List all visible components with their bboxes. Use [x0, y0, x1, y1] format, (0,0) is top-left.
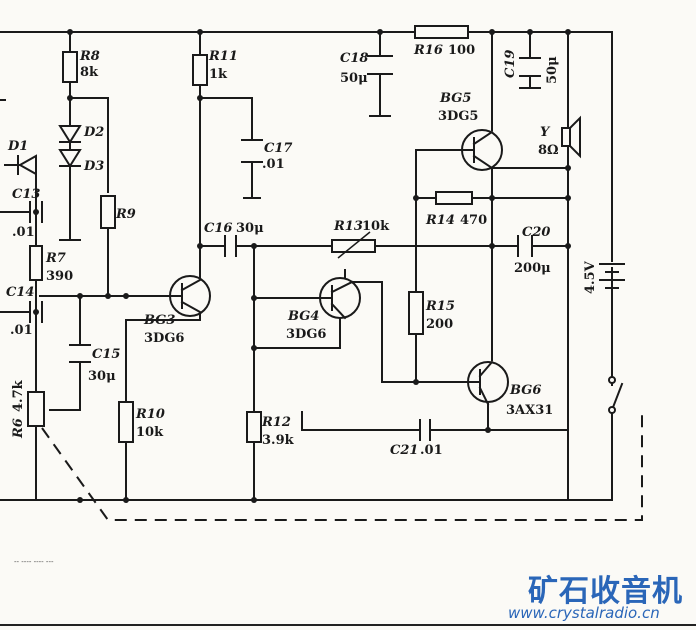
resistor-R11 — [192, 54, 208, 86]
label-C20-ref: C20 — [522, 225, 550, 240]
label-R13-val: 10k — [362, 219, 390, 234]
speaker-Y — [561, 115, 581, 159]
label-BG6-val: 3AX31 — [506, 403, 553, 418]
label-R10-ref: R10 — [135, 407, 165, 422]
diode-D2 — [58, 125, 82, 144]
label-R6-val: 4.7k — [11, 379, 26, 412]
label-C19-val: 50μ — [545, 56, 560, 84]
label-BG5-val: 3DG5 — [438, 109, 478, 124]
transistor-BG5 — [461, 129, 503, 171]
label-C18-val: 50μ — [340, 71, 368, 86]
resistor-R15 — [408, 291, 424, 335]
label-battery-voltage: 4.5V — [583, 260, 598, 294]
label-D2: D2 — [83, 125, 104, 140]
label-R10-val: 10k — [136, 425, 164, 440]
label-Y-val: 8Ω — [538, 143, 559, 158]
label-R9-ref: R9 — [115, 207, 136, 222]
component-labels: R8 8k R11 1k C18 50μ R16 100 C19 50μ BG5… — [6, 43, 598, 458]
label-C13-ref: C13 — [12, 187, 40, 202]
capacitor-C17 — [241, 139, 263, 163]
transistor-BG4 — [319, 277, 361, 320]
label-C18-ref: C18 — [340, 51, 368, 66]
transistors — [169, 129, 509, 406]
resistor-R16 — [414, 25, 469, 39]
label-R15-ref: R15 — [425, 299, 455, 314]
label-R8-val: 8k — [80, 65, 99, 80]
resistor-R8 — [62, 51, 78, 83]
label-R7-ref: R7 — [45, 251, 66, 266]
watermark-logo-text: 矿石收音机 — [528, 574, 683, 609]
label-C21-ref: C21 — [390, 443, 418, 458]
transistor-BG6 — [467, 360, 509, 406]
label-BG6-ref: BG6 — [509, 383, 541, 398]
diodes — [17, 125, 82, 176]
label-BG3-ref: BG3 — [143, 313, 175, 328]
junction-dots — [33, 29, 571, 503]
label-C16-val: 30μ — [236, 221, 264, 236]
mechanical-link — [41, 408, 643, 521]
capacitor-C19 — [519, 57, 541, 77]
label-C17-val: .01 — [262, 157, 285, 172]
label-C15-ref: C15 — [92, 347, 120, 362]
capacitor-C20 — [517, 235, 533, 257]
label-BG5-ref: BG5 — [439, 91, 471, 106]
resistors — [27, 25, 473, 443]
label-BG4-ref: BG4 — [287, 309, 319, 324]
label-BG3-val: 3DG6 — [144, 331, 184, 346]
label-C21-val: .01 — [420, 443, 443, 458]
label-C15-val: 30μ — [88, 369, 116, 384]
watermark-url: www.crystalradio.cn — [508, 604, 660, 622]
label-R14-val: 470 — [460, 213, 487, 228]
label-R13-ref: R13 — [333, 219, 363, 234]
resistor-R10 — [118, 401, 134, 443]
label-R14-ref: R14 — [425, 213, 455, 228]
diode-D3 — [58, 149, 82, 168]
label-R12-ref: R12 — [261, 415, 291, 430]
capacitor-C15 — [69, 344, 91, 363]
capacitor-C21 — [419, 419, 431, 441]
battery-symbol — [599, 262, 625, 289]
label-R8-ref: R8 — [79, 49, 100, 64]
label-R16-val: 100 — [448, 43, 475, 58]
diode-D1 — [17, 154, 37, 176]
label-C14-ref: C14 — [6, 285, 34, 300]
label-D3: D3 — [83, 159, 104, 174]
label-R12-val: 3.9k — [262, 433, 295, 448]
label-R16-ref: R16 — [413, 43, 443, 58]
label-C17-ref: C17 — [264, 141, 292, 156]
resistor-R7 — [29, 245, 43, 281]
label-C19-ref: C19 — [503, 50, 518, 78]
wires — [0, 31, 613, 501]
capacitor-C18 — [367, 55, 393, 75]
label-D1: D1 — [7, 139, 28, 154]
resistor-R9 — [100, 195, 116, 229]
transistor-BG3 — [169, 275, 211, 317]
power-switch — [608, 376, 624, 414]
label-C14-val: .01 — [10, 323, 33, 338]
resistor-R14 — [435, 191, 473, 205]
resistor-R12 — [246, 411, 262, 443]
capacitor-C16 — [224, 235, 237, 257]
capacitors — [29, 55, 541, 441]
label-R11-ref: R11 — [208, 49, 238, 64]
label-BG4-val: 3DG6 — [286, 327, 326, 342]
label-R7-val: 390 — [46, 269, 73, 284]
figure-caption: -- ---- ---- --- — [14, 558, 54, 566]
label-R6-ref: R6 — [11, 418, 26, 439]
resistor-R6 — [27, 391, 45, 427]
label-R11-val: 1k — [209, 67, 228, 82]
label-R15-val: 200 — [426, 317, 453, 332]
label-C13-val: .01 — [12, 225, 35, 240]
capacitor-C13 — [29, 201, 43, 223]
label-C20-val: 200μ — [514, 261, 551, 276]
bottom-rule — [0, 624, 696, 626]
label-Y-ref: Y — [540, 125, 551, 140]
capacitor-C14 — [29, 301, 43, 323]
label-C16-ref: C16 — [204, 221, 232, 236]
